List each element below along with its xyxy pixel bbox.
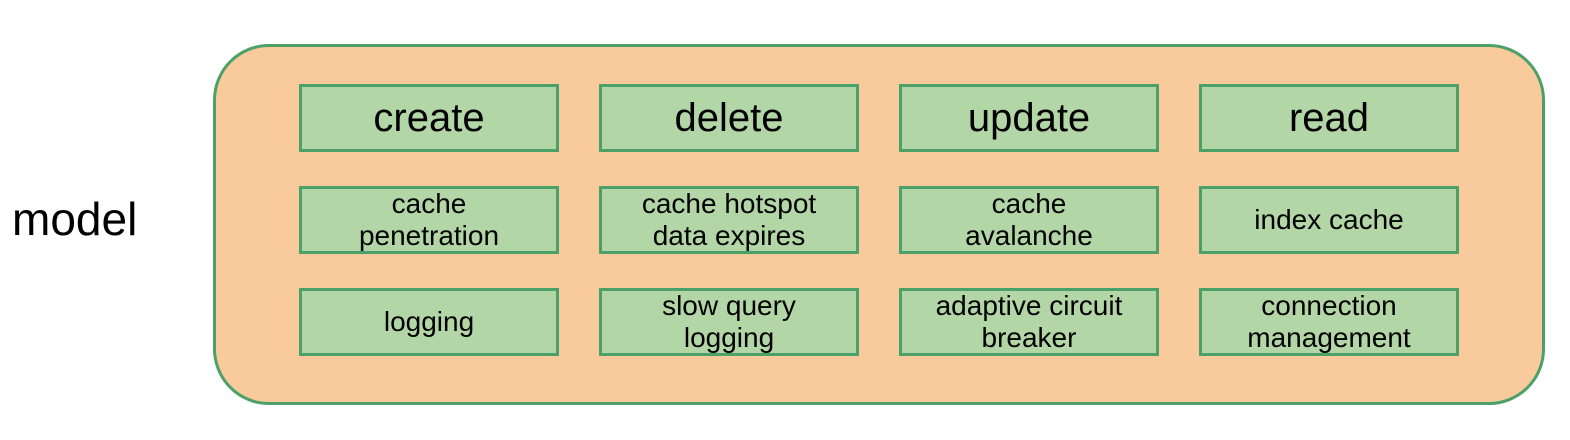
node-cache-avalanche: cache avalanche	[899, 186, 1159, 254]
node-update: update	[899, 84, 1159, 152]
node-logging: logging	[299, 288, 559, 356]
node-cache-penetration: cache penetration	[299, 186, 559, 254]
node-read: read	[1199, 84, 1459, 152]
node-index-cache: index cache	[1199, 186, 1459, 254]
node-create: create	[299, 84, 559, 152]
node-adaptive-circuit-breaker: adaptive circuit breaker	[899, 288, 1159, 356]
node-connection-management: connection management	[1199, 288, 1459, 356]
model-label: model	[12, 193, 138, 245]
model-container: create delete update read cache penetrat…	[213, 44, 1545, 405]
node-slow-query-logging: slow query logging	[599, 288, 859, 356]
node-cache-hotspot-data-expires: cache hotspot data expires	[599, 186, 859, 254]
node-delete: delete	[599, 84, 859, 152]
